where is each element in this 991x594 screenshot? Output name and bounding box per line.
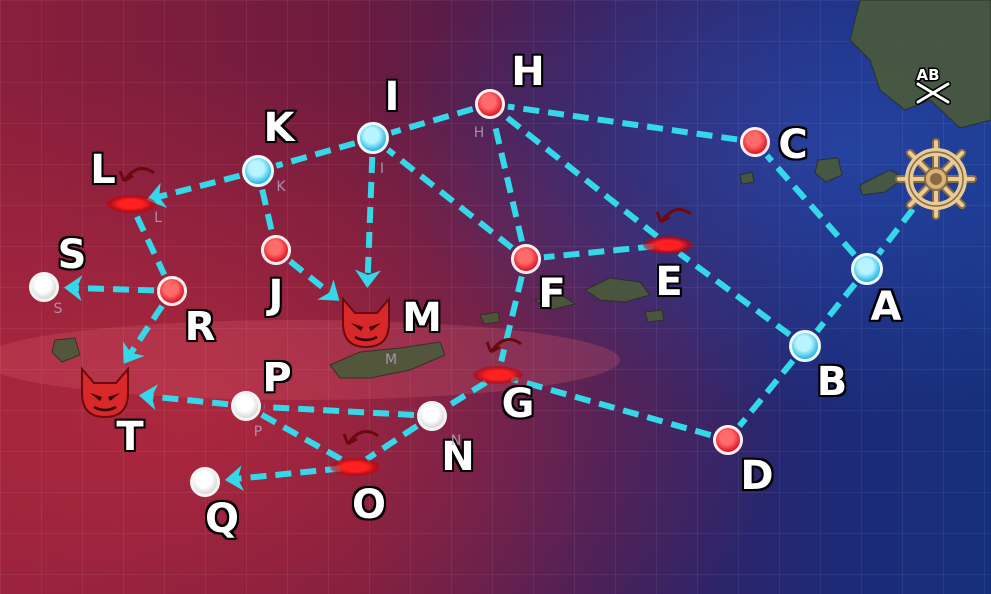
route-R-T [127,304,165,356]
islands [51,0,991,379]
node-label-f: F [537,271,567,317]
route-start-A [876,207,916,256]
route-lines [75,103,916,482]
node-label-e: E [654,259,684,305]
node-sublabel-k: K [276,179,286,195]
route-B-E [677,250,792,338]
node-label-m: M [401,295,444,341]
node-label-r: R [183,304,217,350]
node-i[interactable] [357,122,389,154]
node-label-l: L [89,147,117,193]
arrowhead-O-Q [224,465,245,492]
node-j[interactable] [261,235,291,265]
route-B-D [737,358,796,428]
route-E-H [502,112,659,239]
route-D-G [510,375,712,438]
node-d[interactable] [713,425,743,455]
node-label-b: B [815,359,848,405]
node-sublabel-n: N [450,433,462,449]
node-t-boss-icon[interactable] [76,363,134,421]
node-b[interactable] [789,330,821,362]
route-O-Q [236,465,342,482]
route-F-G [498,275,525,363]
node-f[interactable] [511,244,541,274]
node-sublabel-m: M [384,352,398,368]
ship-wheel-icon[interactable] [893,136,979,222]
node-label-i: I [383,74,401,120]
route-P-O [260,412,345,463]
arrowhead-R-S [63,275,83,302]
node-label-d: D [739,453,775,499]
node-label-s: S [56,232,88,278]
route-J-M [288,258,332,296]
route-A-C [764,153,857,257]
node-r[interactable] [157,276,187,306]
node-m-boss-icon[interactable] [337,293,395,351]
node-sublabel-p: P [253,424,263,440]
route-F-H [491,120,525,243]
arrowhead-P-T [138,384,159,411]
route-N-O [365,423,419,462]
node-c[interactable] [740,127,770,157]
arrowhead-R-T [122,341,145,364]
arrowhead-J-M [317,279,340,301]
air-base-label: AB [916,66,939,84]
node-n[interactable] [417,401,447,431]
node-label-t: T [115,414,145,460]
node-s[interactable] [29,272,59,302]
route-R-S [75,285,155,294]
route-N-P [263,403,415,419]
node-o-whirlpool-icon[interactable] [330,430,380,476]
node-label-n: N [440,434,477,480]
node-sublabel-h: H [473,125,485,141]
node-label-a: A [869,284,903,330]
node-g-whirlpool-icon[interactable] [473,338,523,384]
route-I-M [364,156,376,277]
node-label-o: O [350,482,387,528]
node-l-whirlpool-icon[interactable] [106,167,156,213]
node-q[interactable] [190,467,220,497]
node-label-c: C [777,122,809,168]
air-base-icon: AB [915,66,951,105]
route-K-L [157,172,241,200]
node-p[interactable] [231,391,261,421]
node-label-h: H [510,49,547,95]
route-F-I [386,147,514,251]
route-A-B [814,281,858,334]
node-label-k: K [262,105,296,151]
node-e-whirlpool-icon[interactable] [643,208,693,254]
route-I-K [275,140,356,169]
node-a[interactable] [851,253,883,285]
node-sublabel-i: I [379,161,385,177]
route-E-F [543,243,655,261]
node-sublabel-l: L [154,210,162,226]
route-G-N [445,379,488,410]
node-label-q: Q [203,496,240,542]
route-K-J [259,188,275,234]
node-sublabel-s: S [53,301,63,317]
arrowhead-I-M [354,269,381,289]
route-P-T [150,393,229,408]
node-k[interactable] [242,155,274,187]
route-H-I [390,106,474,136]
node-label-j: J [267,272,285,318]
route-C-H [507,103,738,143]
node-label-g: G [500,381,536,427]
route-L-R [134,215,168,276]
node-h[interactable] [475,89,505,119]
node-label-p: P [261,355,293,401]
